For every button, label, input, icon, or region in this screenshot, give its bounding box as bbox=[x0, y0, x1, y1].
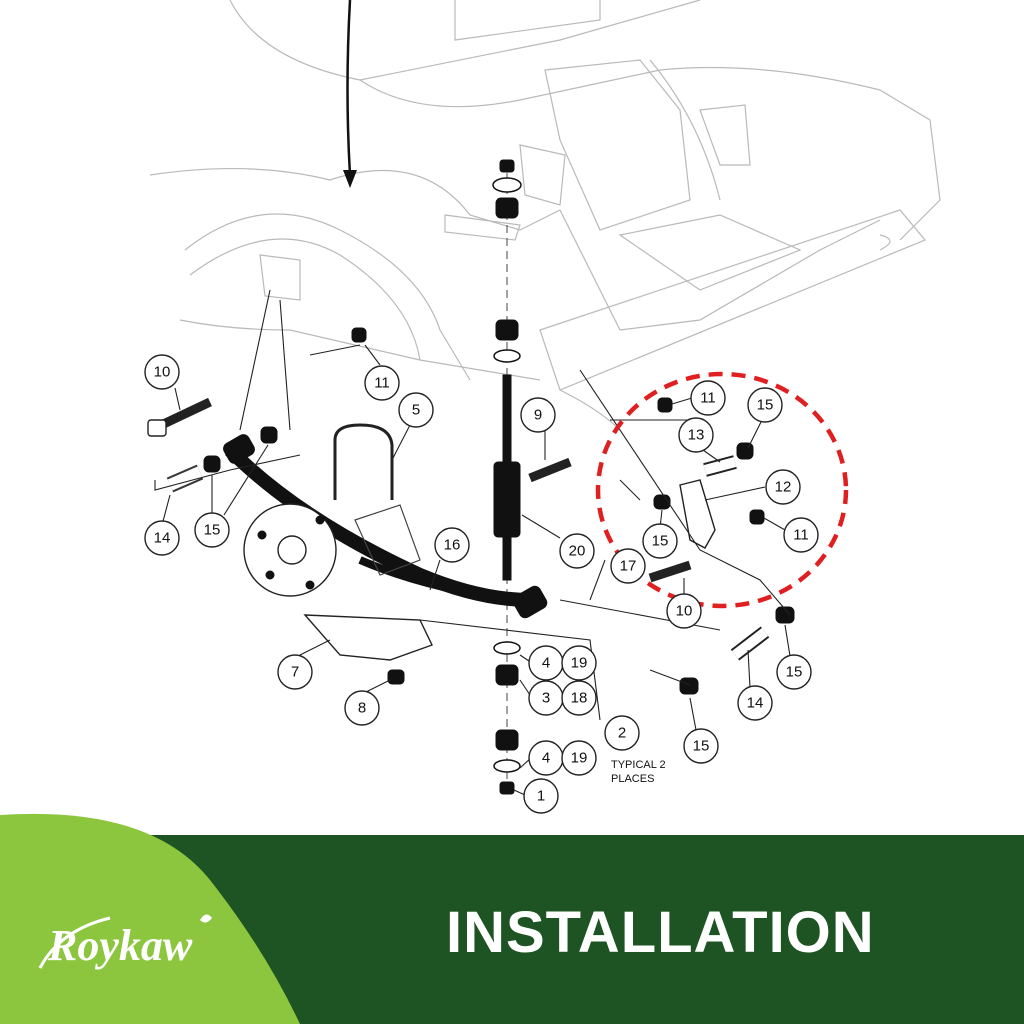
callout-19-lower: 19 bbox=[561, 740, 597, 776]
svg-text:14: 14 bbox=[154, 530, 171, 547]
callout-17: 17 bbox=[610, 548, 646, 584]
svg-text:11: 11 bbox=[374, 375, 390, 392]
svg-text:5: 5 bbox=[412, 402, 420, 419]
highlight-ring bbox=[595, 371, 849, 609]
callout-3: 3 bbox=[528, 680, 564, 716]
callout-15-left: 15 bbox=[194, 512, 230, 548]
callout-9: 9 bbox=[520, 397, 556, 433]
svg-text:15: 15 bbox=[786, 664, 803, 681]
svg-text:12: 12 bbox=[775, 479, 792, 496]
callout-15-top-right: 15 bbox=[747, 387, 783, 423]
svg-text:TYPICAL 2: TYPICAL 2 bbox=[611, 759, 666, 771]
svg-text:20: 20 bbox=[569, 543, 586, 560]
callout-20: 20 bbox=[559, 533, 595, 569]
callout-11-mid-right: 11 bbox=[783, 517, 819, 553]
svg-text:4: 4 bbox=[542, 750, 550, 767]
callout-11-left: 11 bbox=[364, 365, 400, 401]
svg-text:11: 11 bbox=[700, 390, 716, 407]
leader-lines bbox=[161, 344, 791, 796]
svg-text:19: 19 bbox=[571, 655, 588, 672]
callout-12: 12 bbox=[765, 469, 801, 505]
leaf-icon bbox=[200, 914, 212, 923]
right-shackle-parts bbox=[528, 397, 795, 695]
left-shackle-parts bbox=[147, 397, 278, 493]
callout-4-upper: 4 bbox=[528, 645, 564, 681]
svg-text:4: 4 bbox=[542, 655, 550, 672]
svg-text:PLACES: PLACES bbox=[611, 773, 654, 785]
svg-text:Roykaw: Roykaw bbox=[47, 921, 193, 970]
leaf-spring-assembly bbox=[223, 327, 548, 685]
down-arrow-icon bbox=[343, 0, 357, 188]
callout-16: 16 bbox=[434, 527, 470, 563]
callout-18: 18 bbox=[561, 680, 597, 716]
callout-15-bottom-right: 15 bbox=[683, 728, 719, 764]
callout-15-lower-right: 15 bbox=[776, 654, 812, 690]
svg-text:15: 15 bbox=[693, 738, 710, 755]
callout-15-mid-right: 15 bbox=[642, 523, 678, 559]
svg-text:15: 15 bbox=[757, 397, 774, 414]
banner-dark-green-band bbox=[0, 835, 1024, 1024]
svg-text:19: 19 bbox=[571, 750, 588, 767]
svg-text:10: 10 bbox=[154, 364, 171, 381]
svg-text:8: 8 bbox=[358, 700, 366, 717]
roykaw-logo: Roykaw bbox=[38, 914, 212, 970]
svg-text:16: 16 bbox=[444, 537, 461, 554]
callout-19-upper: 19 bbox=[561, 645, 597, 681]
callout-13: 13 bbox=[678, 417, 714, 453]
callout-2: 2 bbox=[604, 715, 640, 751]
callout-8: 8 bbox=[344, 690, 380, 726]
svg-text:2: 2 bbox=[618, 725, 626, 742]
svg-text:3: 3 bbox=[542, 690, 550, 707]
svg-text:11: 11 bbox=[793, 527, 809, 544]
callout-14-right: 14 bbox=[737, 685, 773, 721]
svg-text:10: 10 bbox=[676, 603, 693, 620]
callout-10-left: 10 bbox=[144, 354, 180, 390]
shock-absorber-assembly bbox=[492, 159, 522, 795]
svg-text:9: 9 bbox=[534, 407, 542, 424]
svg-text:17: 17 bbox=[620, 558, 637, 575]
callout-1: 1 bbox=[523, 778, 559, 814]
svg-text:1: 1 bbox=[537, 788, 545, 805]
typical-note: TYPICAL 2 PLACES bbox=[611, 759, 666, 785]
svg-text:18: 18 bbox=[571, 690, 588, 707]
callout-5: 5 bbox=[398, 392, 434, 428]
vehicle-body-outline bbox=[149, 0, 941, 431]
callout-4-lower: 4 bbox=[528, 740, 564, 776]
suspension-exploded-diagram: 10 11 5 9 14 15 16 20 7 8 4 19 3 18 2 4 … bbox=[144, 0, 941, 814]
banner-light-green-swoosh bbox=[0, 813, 300, 1024]
svg-text:13: 13 bbox=[688, 427, 705, 444]
svg-text:15: 15 bbox=[652, 533, 669, 550]
svg-text:14: 14 bbox=[747, 695, 764, 712]
callout-10-right: 10 bbox=[666, 593, 702, 629]
callout-7: 7 bbox=[277, 654, 313, 690]
callout-11-top-right: 11 bbox=[690, 380, 726, 416]
installation-title: INSTALLATION bbox=[446, 900, 875, 965]
svg-text:7: 7 bbox=[291, 664, 299, 681]
callout-14-left: 14 bbox=[144, 520, 180, 556]
svg-text:15: 15 bbox=[204, 522, 221, 539]
